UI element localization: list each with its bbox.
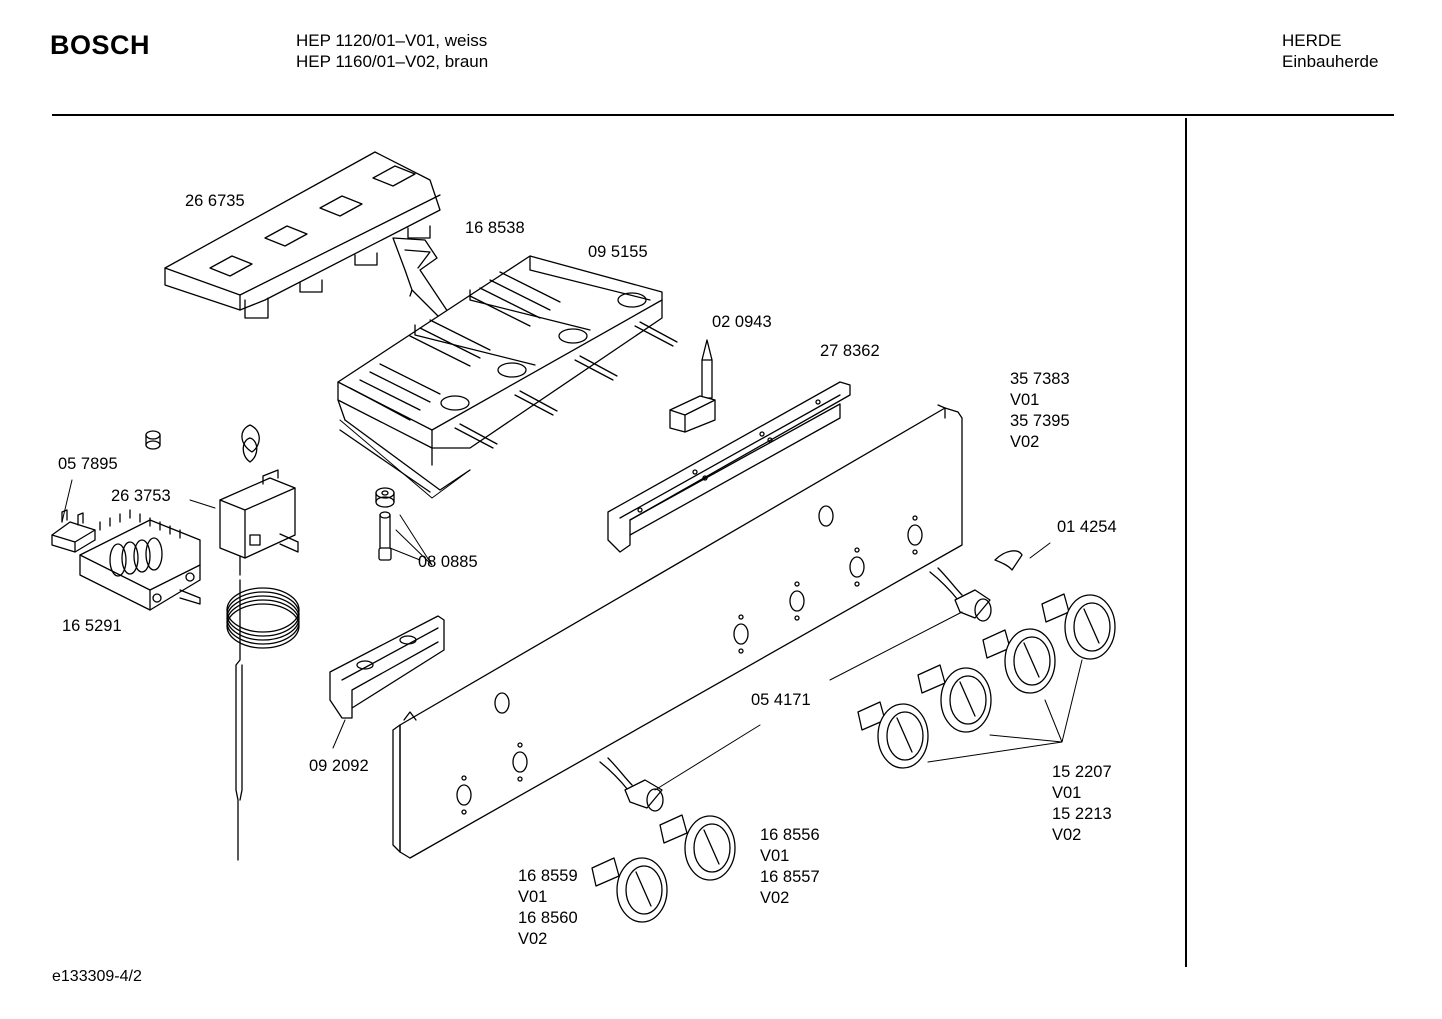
leader-152207 (927, 659, 1083, 763)
leader-080885 (389, 514, 433, 566)
part-knob-168559 (591, 857, 668, 923)
model-line: HEP 1120/01–V01, weiss (296, 31, 488, 50)
part-rail-278362 (607, 381, 851, 553)
part-clip-168538 (392, 237, 449, 319)
header-divider (52, 114, 1394, 116)
part-label-165291: 16 5291 (62, 617, 122, 635)
part-connector-057895 (51, 509, 96, 553)
part-label-080885: 08 0885 (418, 553, 478, 571)
leader-lines (61, 419, 1083, 791)
part-lamp-holder-020943 (669, 339, 716, 433)
part-frame-266735 (164, 151, 441, 319)
part-bracket-092092 (329, 615, 445, 719)
part-label-263753: 26 3753 (111, 487, 171, 505)
part-label-278362: 27 8362 (820, 342, 880, 360)
brand-logo: BOSCH (50, 30, 151, 60)
category-line: Einbauherde (1282, 52, 1379, 71)
part-label-168538: 16 8538 (465, 219, 525, 237)
part-label-092092: 09 2092 (309, 757, 369, 775)
leader-057895 (61, 479, 73, 523)
part-label-095155: 09 5155 (588, 243, 648, 261)
part-front-panel-357383 (392, 404, 963, 859)
part-label-014254: 01 4254 (1057, 518, 1117, 536)
model-list: HEP 1120/01–V01, weiss HEP 1160/01–V02, … (296, 30, 488, 72)
part-label-020943: 02 0943 (712, 313, 772, 331)
part-label-266735: 26 6735 (185, 192, 245, 210)
part-label-057895: 05 7895 (58, 455, 118, 473)
part-knobs-152207 (857, 593, 1116, 769)
part-lamp-cap-014254 (994, 550, 1023, 571)
part-knob-168556 (659, 814, 736, 881)
part-thermostat-263753 (219, 424, 300, 861)
leader-092092 (332, 719, 346, 749)
category-line: HERDE (1282, 31, 1342, 50)
part-switch-block-095155 (337, 255, 678, 493)
side-divider (1185, 118, 1187, 967)
part-screw-small (145, 430, 161, 450)
category: HERDE Einbauherde (1282, 30, 1378, 72)
leader-263753 (189, 499, 216, 509)
part-bolt-080885 (375, 487, 395, 561)
part-rotary-switch-165291 (79, 509, 201, 611)
model-line: HEP 1160/01–V02, braun (296, 52, 489, 71)
part-signal-lamp-054171 (599, 567, 992, 812)
leader-095155-base (339, 419, 471, 499)
document-id: e133309-4/2 (52, 968, 142, 985)
leader-054171 (654, 611, 963, 791)
part-label-054171: 05 4171 (751, 691, 811, 709)
leader-014254 (1029, 542, 1051, 559)
